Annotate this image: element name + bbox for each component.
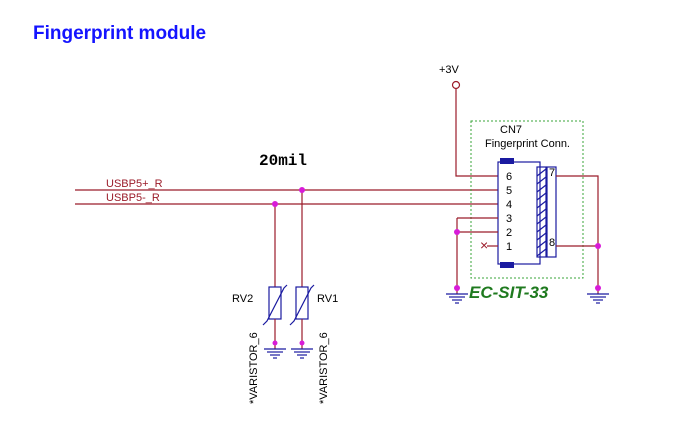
connector-name: Fingerprint Conn. — [485, 138, 570, 150]
pin-number-8: 8 — [549, 237, 555, 249]
connector-part-number: EC-SIT-33 — [469, 283, 549, 302]
pin-number-2: 2 — [506, 227, 512, 239]
rv2-value-label: *VARISTOR_6 — [248, 332, 260, 404]
rv1-ref-label: RV1 — [317, 293, 338, 305]
varistor-rv2 — [262, 284, 288, 359]
pin-number-4: 4 — [506, 199, 512, 211]
net-label-usb-plus: USBP5+_R — [106, 178, 163, 190]
wire-mount-pins — [556, 175, 599, 247]
page-title: Fingerprint module — [33, 23, 206, 44]
rv1-value-label: *VARISTOR_6 — [318, 332, 330, 404]
pin-number-6: 6 — [506, 171, 512, 183]
junction-dot — [272, 201, 278, 207]
varistor-rv1 — [289, 284, 315, 359]
power-label: +3V — [439, 64, 460, 76]
trace-width-note: 20mil — [259, 152, 307, 170]
rv2-ref-label: RV2 — [232, 293, 253, 305]
junction-dot — [454, 229, 460, 235]
junction-dot — [595, 285, 601, 291]
connector-body — [497, 158, 557, 268]
junction-dot — [454, 285, 460, 291]
net-label-usb-minus: USBP5-_R — [106, 192, 160, 204]
pin-number-1: 1 — [506, 241, 512, 253]
no-connect-icon: × — [480, 237, 488, 253]
wire-power-pin6 — [455, 89, 498, 177]
power-port-icon — [451, 80, 461, 90]
connector-outline — [470, 120, 584, 279]
junction-dot — [272, 340, 278, 346]
pin-number-5: 5 — [506, 185, 512, 197]
pin-number-7: 7 — [549, 167, 555, 179]
junction-dot — [299, 187, 305, 193]
connector-ref: CN7 — [500, 124, 522, 136]
junction-dot — [595, 243, 601, 249]
pin-number-3: 3 — [506, 213, 512, 225]
junction-dot — [299, 340, 305, 346]
